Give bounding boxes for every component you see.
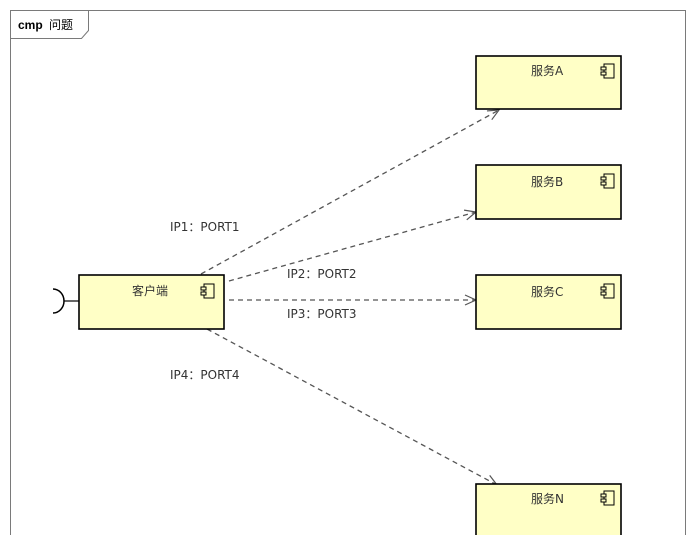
component-service-n-name: 服务N bbox=[531, 491, 564, 506]
connectors bbox=[200, 109, 501, 486]
component-icon bbox=[600, 283, 615, 299]
connector-label-ip4: IP4：PORT4 bbox=[170, 368, 240, 382]
frame-title: 问题 bbox=[49, 18, 73, 32]
component-service-a[interactable]: 服务A bbox=[475, 55, 622, 110]
connector-ip4 bbox=[206, 328, 499, 486]
component-service-b[interactable]: 服务B bbox=[475, 164, 622, 220]
diagram-frame: cmp 问题 bbox=[10, 10, 686, 535]
component-service-c-name: 服务C bbox=[531, 284, 563, 299]
component-client-name: 客户端 bbox=[132, 283, 168, 298]
component-service-a-name: 服务A bbox=[531, 63, 564, 78]
component-service-n[interactable]: 服务N bbox=[475, 483, 622, 535]
frame-tab bbox=[10, 10, 89, 39]
frame-keyword: cmp bbox=[18, 18, 43, 32]
connector-label-ip1: IP1：PORT1 bbox=[170, 220, 240, 234]
connector-label-ip2: IP2：PORT2 bbox=[287, 267, 357, 281]
connector-ip2 bbox=[228, 209, 478, 282]
component-client[interactable]: 客户端 bbox=[78, 274, 225, 330]
component-icon bbox=[600, 490, 615, 506]
component-icon bbox=[600, 63, 615, 79]
component-service-c[interactable]: 服务C bbox=[475, 274, 622, 330]
component-service-b-name: 服务B bbox=[531, 174, 563, 189]
connector-label-ip3: IP3：PORT3 bbox=[287, 307, 357, 321]
component-icon bbox=[600, 173, 615, 189]
component-icon bbox=[200, 283, 215, 299]
connector-ip1 bbox=[200, 109, 501, 275]
interface-socket bbox=[52, 288, 79, 314]
connector-labels: IP1：PORT1 IP2：PORT2 IP3：PORT3 IP4：PORT4 bbox=[170, 220, 357, 382]
